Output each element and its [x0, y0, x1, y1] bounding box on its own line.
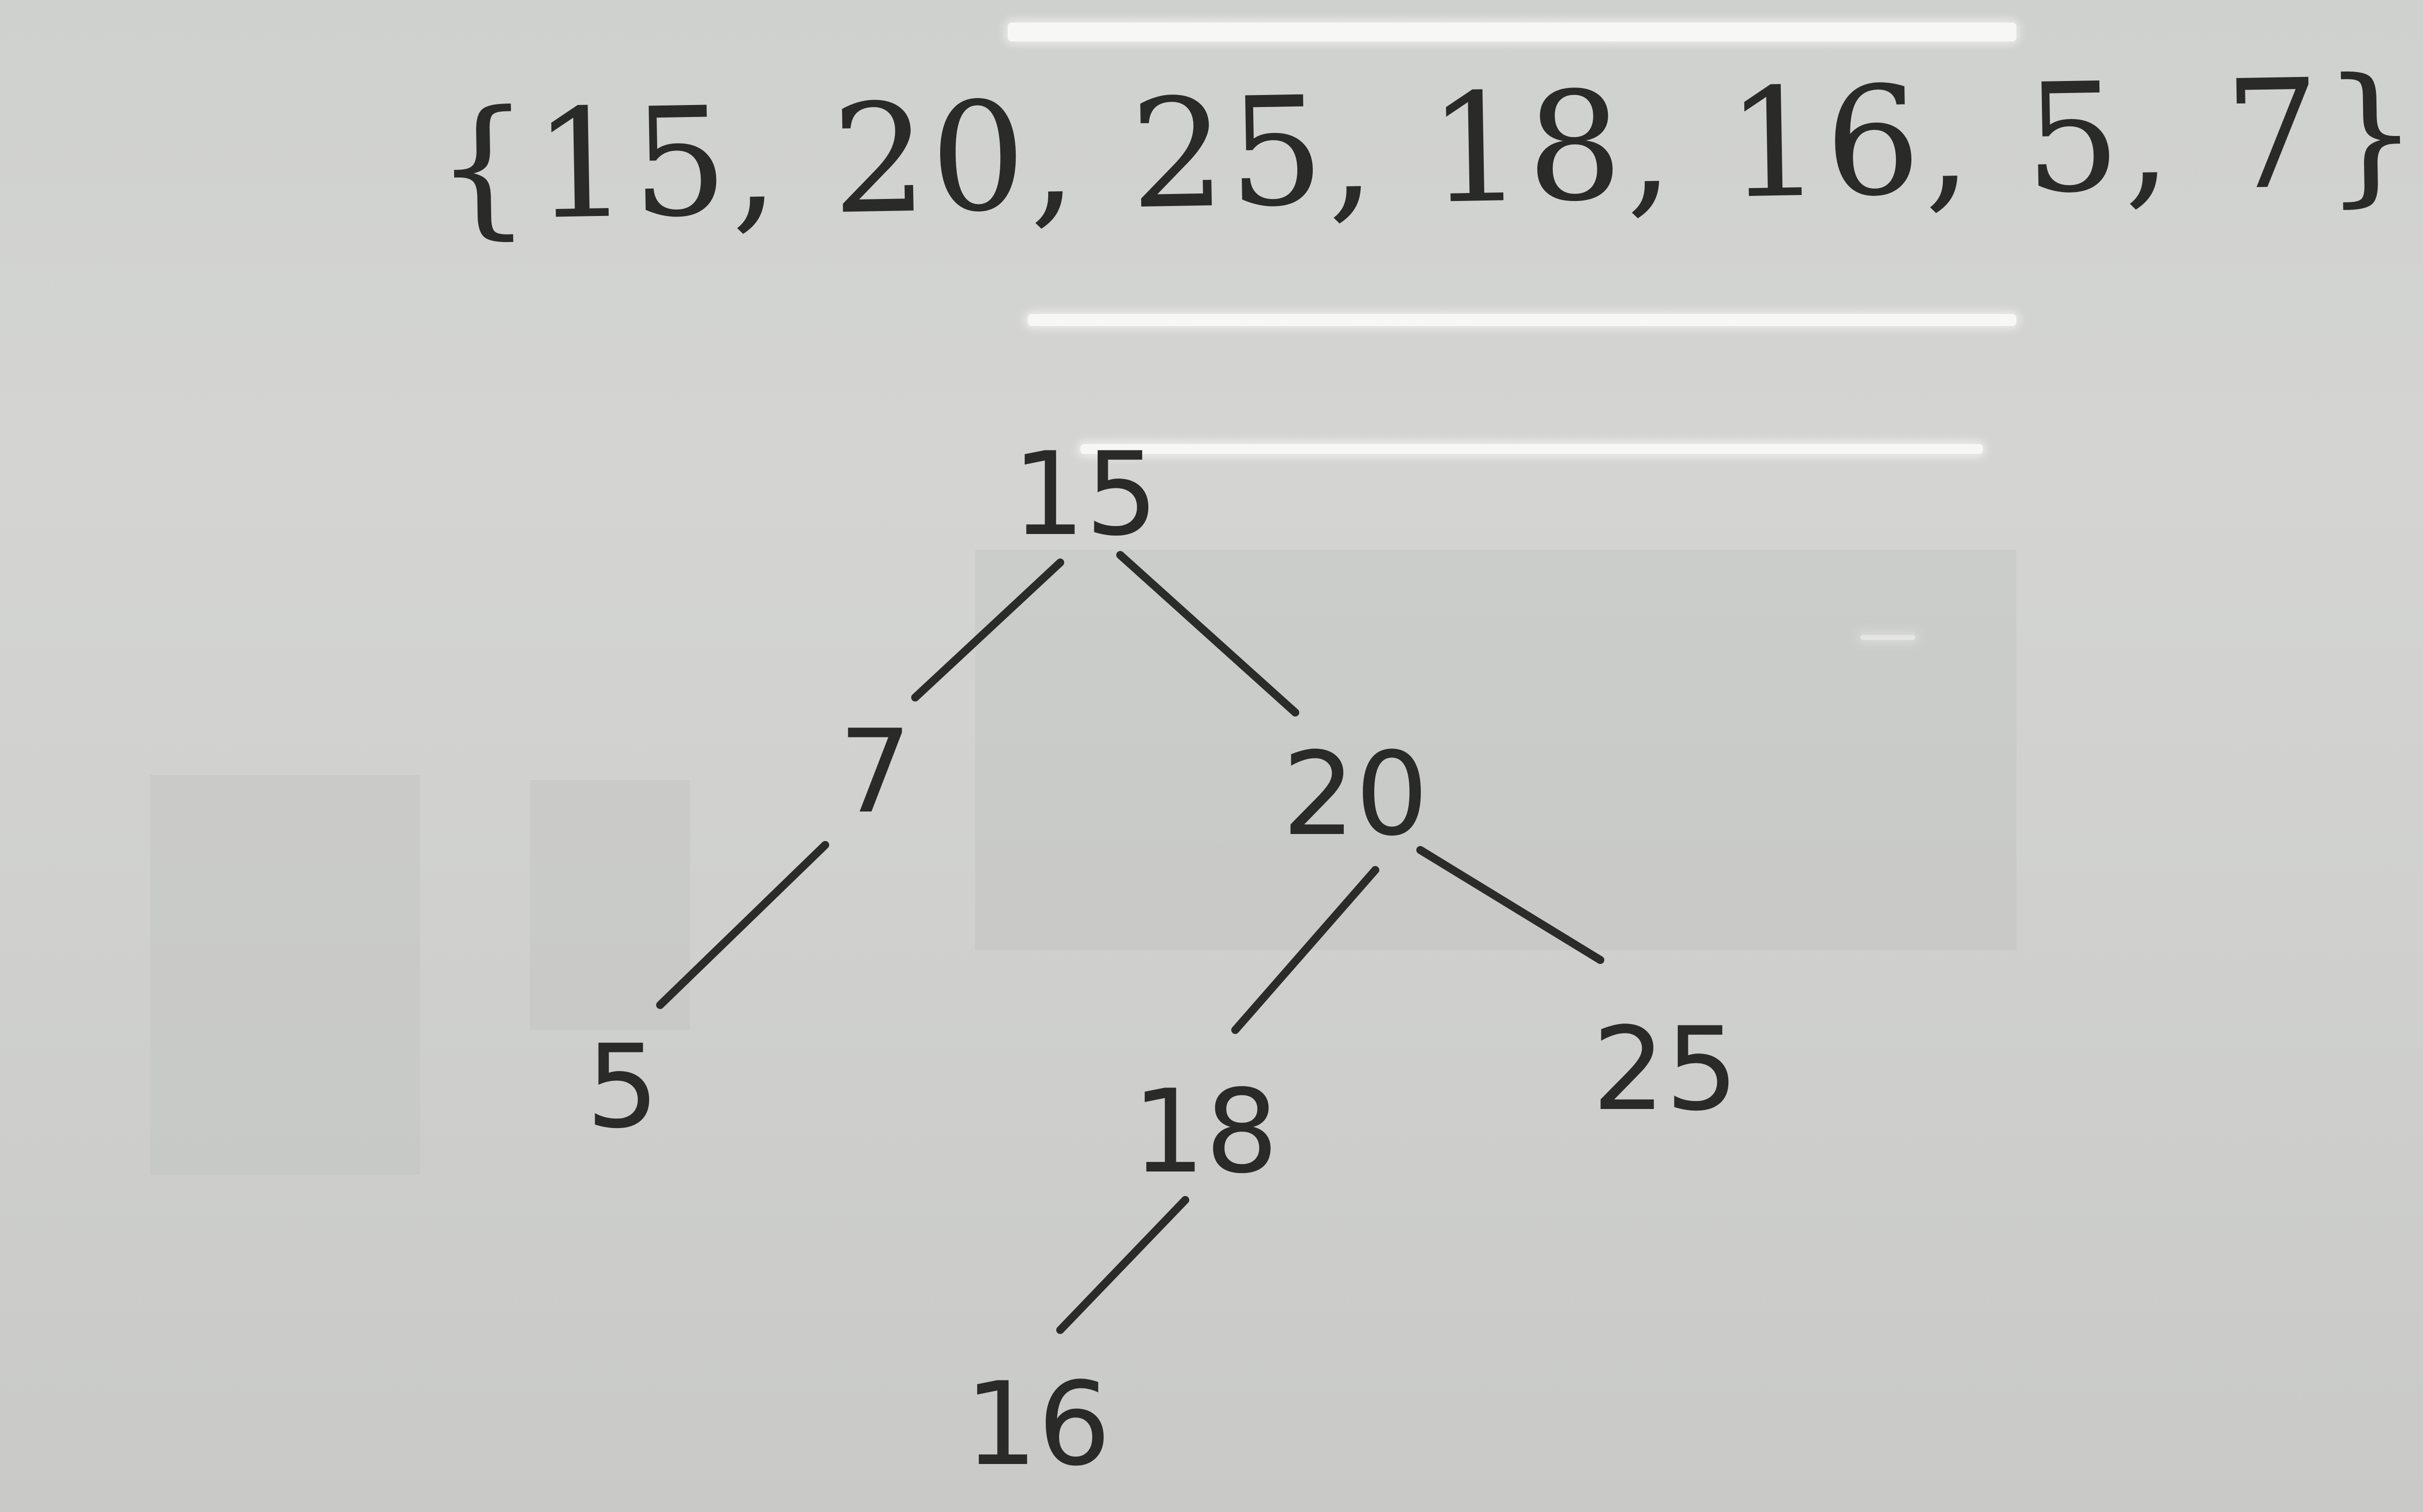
tree-node: 20: [1282, 728, 1429, 862]
background-reflection-panel: [530, 780, 690, 1030]
ceiling-light-reflection: [1008, 22, 2016, 42]
tree-edges: [656, 551, 1604, 1334]
edge-15-7: [911, 558, 1064, 702]
background-reflection-panel: [150, 775, 420, 1175]
ceiling-light-reflection: [1028, 314, 2016, 326]
tree-node: 15: [1012, 428, 1159, 562]
tree-node: 5: [586, 1020, 660, 1154]
background-reflection-panel: [975, 550, 2016, 950]
edge-20-18: [1231, 866, 1379, 1034]
tree-node: 18: [1132, 1066, 1279, 1199]
edge-20-25: [1416, 846, 1604, 964]
tree-node: 7: [838, 706, 912, 839]
edge-18-16: [1056, 1196, 1189, 1334]
tree-node: 25: [1592, 1003, 1739, 1136]
tree-node: 16: [964, 1358, 1111, 1492]
edge-7-5: [656, 841, 829, 1009]
whiteboard: {15, 20, 25, 18, 16, 5, 7} 15 7 20 5 18 …: [150, 22, 2423, 1492]
ceiling-light-reflection: [1860, 635, 1915, 640]
ceiling-light-reflection: [1080, 444, 1983, 454]
edge-15-20: [1116, 551, 1299, 716]
